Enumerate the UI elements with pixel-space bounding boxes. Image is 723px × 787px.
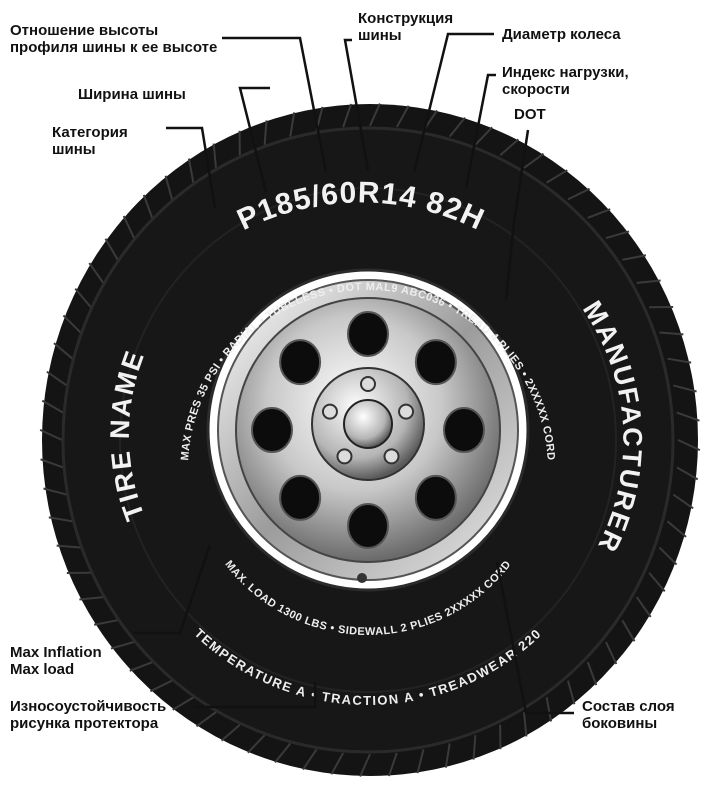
lug-nut <box>323 405 337 419</box>
label-dot: DOT <box>514 106 546 123</box>
lug-nut <box>337 449 351 463</box>
lug-nut <box>361 377 375 391</box>
label-rim-diameter: Диаметр колеса <box>502 26 621 43</box>
label-sidewall-composition: Состав слоя боковины <box>582 698 675 732</box>
rim-hole <box>348 312 388 356</box>
lug-nut <box>385 449 399 463</box>
label-category: Категория шины <box>52 124 128 158</box>
label-load-speed-index: Индекс нагрузки, скорости <box>502 64 629 98</box>
valve-stem <box>357 573 367 583</box>
rim-hole <box>280 476 320 520</box>
label-width: Ширина шины <box>78 86 186 103</box>
rim-hole <box>416 340 456 384</box>
label-construction: Конструкция шины <box>358 10 453 44</box>
rim-hole <box>280 340 320 384</box>
label-treadwear: Износоустойчивость рисунка протектора <box>10 698 166 732</box>
center-cap <box>344 400 392 448</box>
rim-hole <box>348 504 388 548</box>
lug-nut <box>399 405 413 419</box>
rim-hole <box>416 476 456 520</box>
rim-hole <box>252 408 292 452</box>
label-max-inflation-load: Max Inflation Max load <box>10 644 102 678</box>
label-aspect-ratio: Отношение высоты профиля шины к ее высот… <box>10 22 217 56</box>
rim-hole <box>444 408 484 452</box>
